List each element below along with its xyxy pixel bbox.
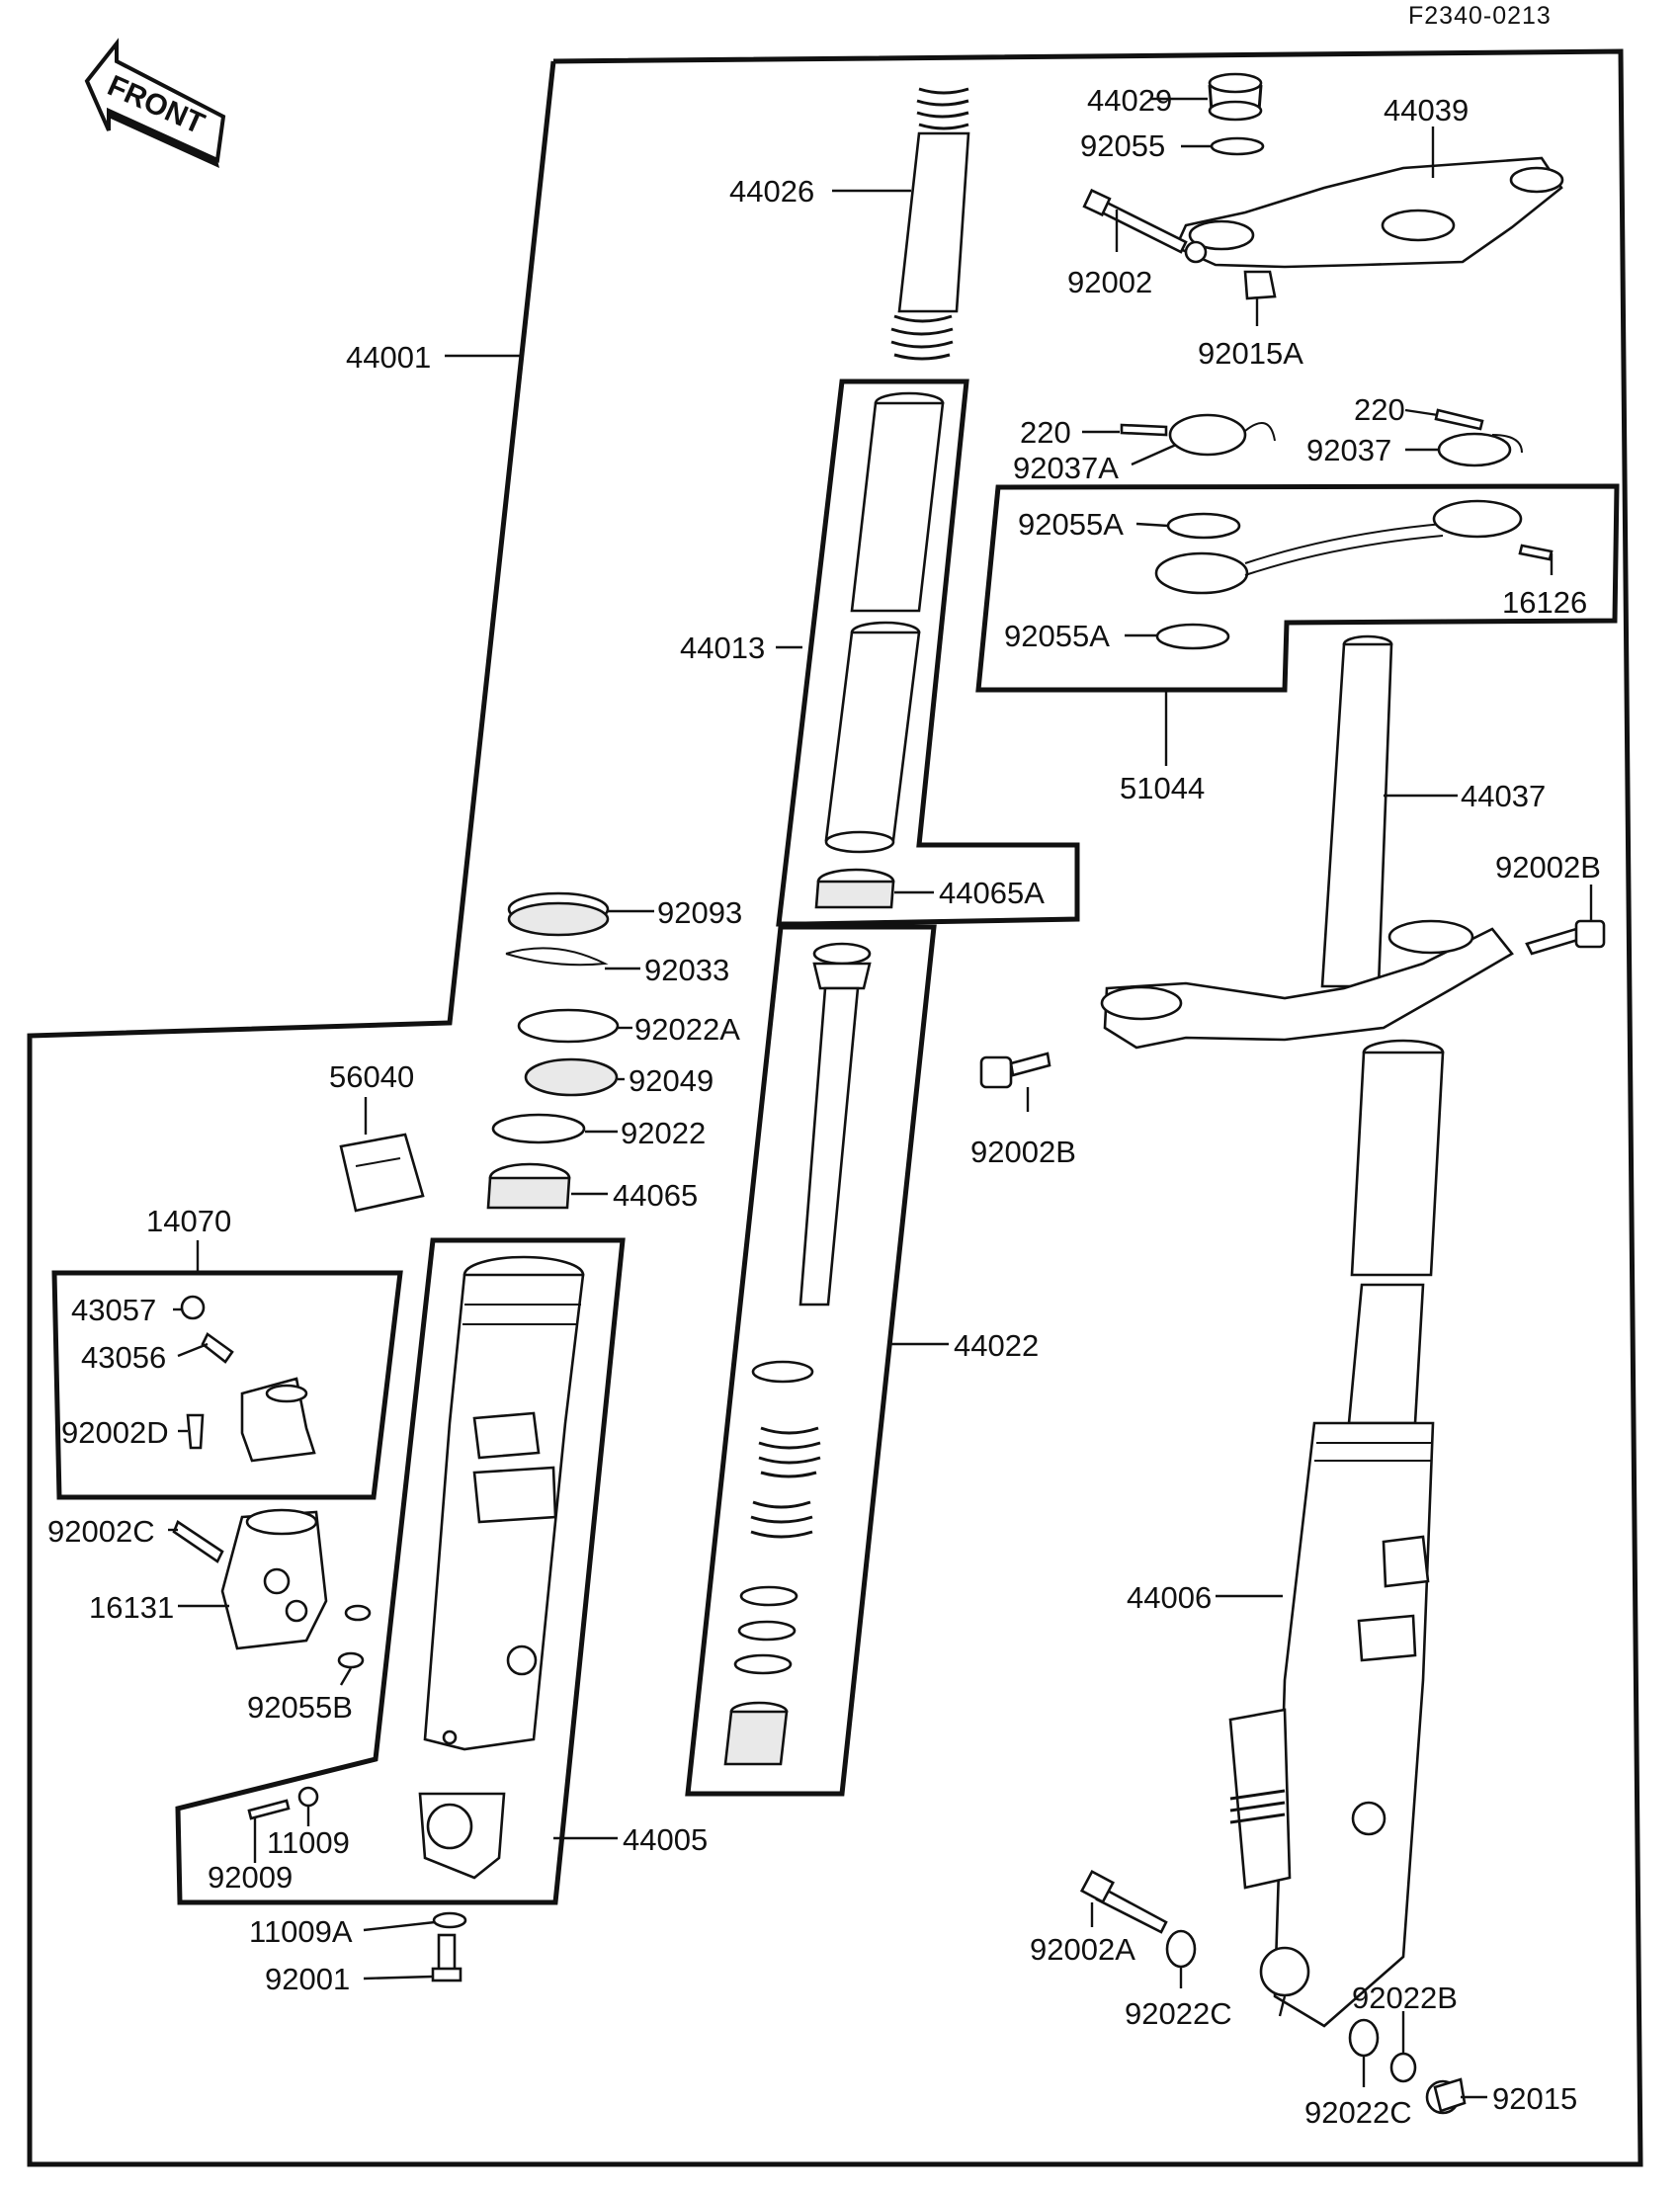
label-51044: 51044	[1120, 771, 1205, 805]
label-92093: 92093	[657, 895, 742, 930]
label-56040: 56040	[329, 1059, 414, 1094]
steering-bearing-part	[1154, 499, 1554, 650]
label-44037: 44037	[1461, 779, 1546, 813]
valve-body-part	[172, 1508, 372, 1669]
label-92037: 92037	[1306, 433, 1391, 467]
frame-44001	[27, 48, 1643, 2167]
label-92002b-middle: 92002B	[970, 1135, 1076, 1169]
label-44065: 44065	[613, 1178, 698, 1213]
label-92009: 92009	[208, 1860, 293, 1895]
frame-44013	[776, 379, 1080, 927]
label-16131: 16131	[89, 1590, 174, 1625]
label-44029: 44029	[1087, 83, 1172, 118]
steering-stem-part	[1100, 634, 1514, 1050]
frame-14070	[51, 1270, 403, 1500]
label-11009: 11009	[267, 1825, 350, 1860]
label-44065a: 44065A	[939, 876, 1045, 910]
wire-clamps-part	[1120, 408, 1523, 467]
right-outer-tube-part	[1228, 1039, 1445, 2028]
label-92033: 92033	[644, 953, 729, 987]
damper-cylinder-part	[723, 942, 872, 1766]
top-bolt-part	[1082, 188, 1277, 300]
label-92015: 92015	[1492, 2081, 1577, 2116]
label-44006: 44006	[1127, 1580, 1212, 1615]
label-92022c-lower: 92022C	[1304, 2095, 1412, 2130]
label-92022a: 92022A	[634, 1012, 740, 1047]
anti-dive-valve-part	[180, 1295, 316, 1463]
warning-label-part	[339, 1133, 425, 1213]
fork-spring-part	[890, 87, 970, 361]
label-92055b: 92055B	[247, 1690, 353, 1725]
label-44039: 44039	[1384, 93, 1469, 127]
label-43057: 43057	[71, 1293, 156, 1327]
label-92002b-right: 92002B	[1495, 850, 1601, 885]
frame-44005	[175, 1237, 626, 1905]
label-14070: 14070	[146, 1204, 231, 1238]
top-bridge-part	[1174, 156, 1564, 269]
diagram-code: F2340-0213	[1408, 2, 1552, 30]
inner-tube-part	[824, 391, 945, 854]
label-220-left: 220	[1020, 415, 1071, 450]
label-92022c-upper: 92022C	[1125, 1996, 1232, 2031]
label-92055a-top: 92055A	[1018, 507, 1124, 542]
label-92022b: 92022B	[1352, 1981, 1458, 2015]
front-arrow-icon: FRONT	[84, 38, 226, 168]
leader-lines	[168, 97, 1593, 2099]
label-92015a: 92015A	[1198, 336, 1303, 371]
axle-hardware-part	[1079, 1870, 1467, 2115]
label-92002c-left: 92002C	[47, 1514, 155, 1549]
label-16126: 16126	[1502, 585, 1587, 620]
label-44005: 44005	[623, 1822, 708, 1857]
part-labels: 44029 44039 92055 44026 92002 92015A 440…	[47, 83, 1601, 2130]
label-92002: 92002	[1067, 265, 1152, 299]
frame-51044	[975, 483, 1620, 693]
left-outer-tube-part	[418, 1255, 585, 1880]
bushing-44065a-part	[814, 868, 895, 909]
label-44013: 44013	[680, 631, 765, 665]
label-44022: 44022	[954, 1328, 1039, 1363]
label-43056: 43056	[81, 1340, 166, 1375]
label-92055a-bottom: 92055A	[1004, 619, 1110, 653]
label-92001: 92001	[265, 1962, 350, 1996]
seal-stack-part	[486, 891, 620, 1210]
label-220-right: 220	[1354, 392, 1405, 427]
label-92049: 92049	[629, 1063, 714, 1098]
label-92002d: 92002D	[61, 1415, 169, 1450]
label-44001: 44001	[346, 340, 431, 375]
frame-44022	[685, 924, 937, 1797]
label-92002a: 92002A	[1030, 1932, 1135, 1967]
label-11009a: 11009A	[249, 1914, 353, 1949]
label-92055: 92055	[1080, 128, 1165, 163]
label-44026: 44026	[729, 174, 814, 209]
label-92022: 92022	[621, 1116, 706, 1150]
assembly-frames	[27, 48, 1643, 2167]
label-92037a: 92037A	[1013, 451, 1119, 485]
small-hardware-part	[247, 1786, 467, 1982]
stem-nut-part	[1208, 72, 1265, 156]
